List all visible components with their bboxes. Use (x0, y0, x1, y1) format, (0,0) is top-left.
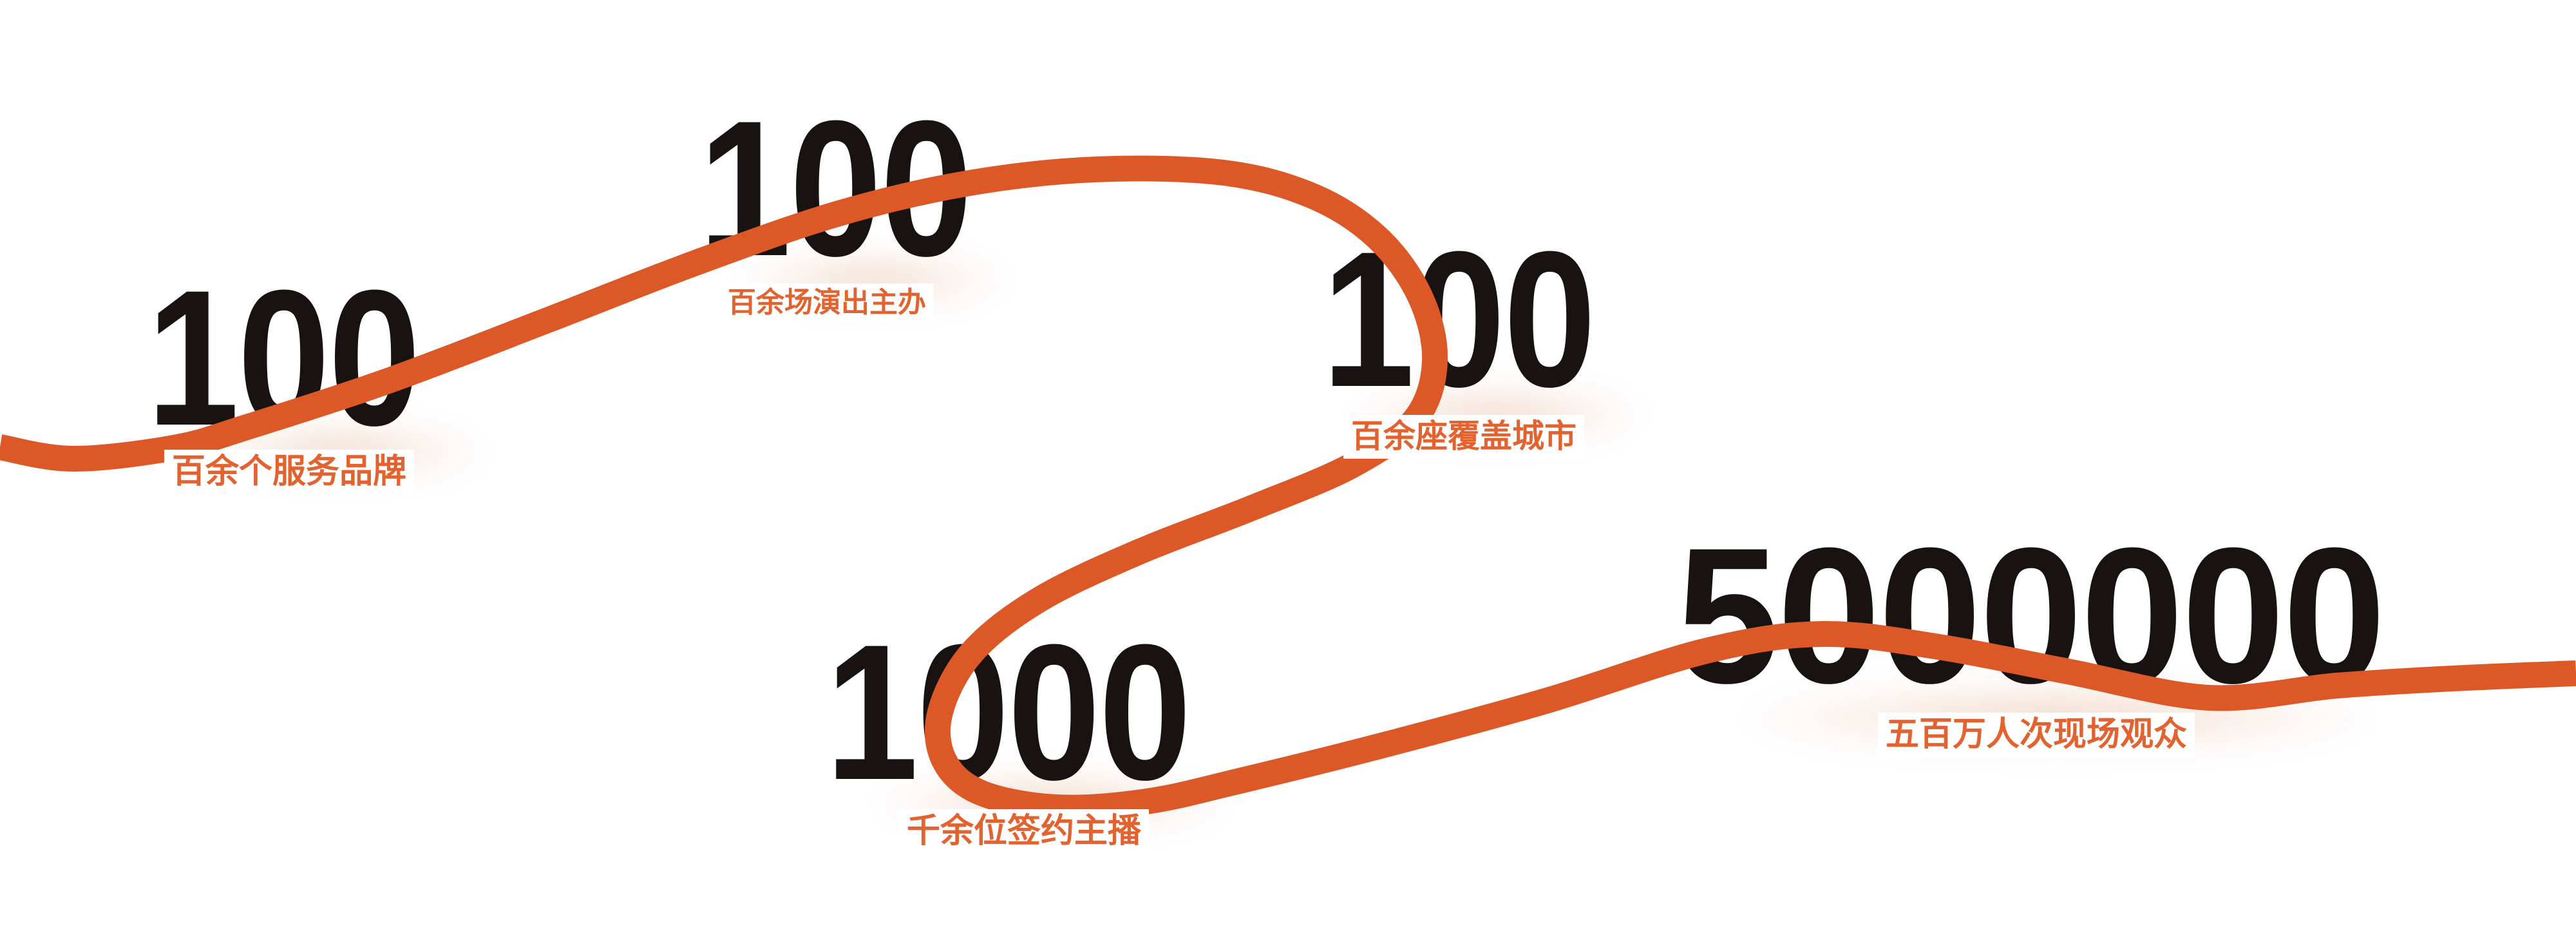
stat-label-service-brands: 百余个服务品牌 (164, 450, 415, 495)
stat-label-shows-hosted: 百余场演出主办 (720, 283, 934, 323)
stat-label-signed-streamers: 千余位签约主播 (899, 809, 1150, 854)
stat-number-live-audience: 5000000 (1676, 507, 2386, 724)
stat-number-signed-streamers: 1000 (826, 604, 1191, 820)
stat-number-cities-covered: 100 (1322, 211, 1596, 427)
stat-label-cities-covered: 百余座覆盖城市 (1343, 415, 1584, 459)
stat-label-live-audience: 五百万人次现场观众 (1878, 713, 2195, 758)
ribbon-line (0, 155, 2576, 821)
